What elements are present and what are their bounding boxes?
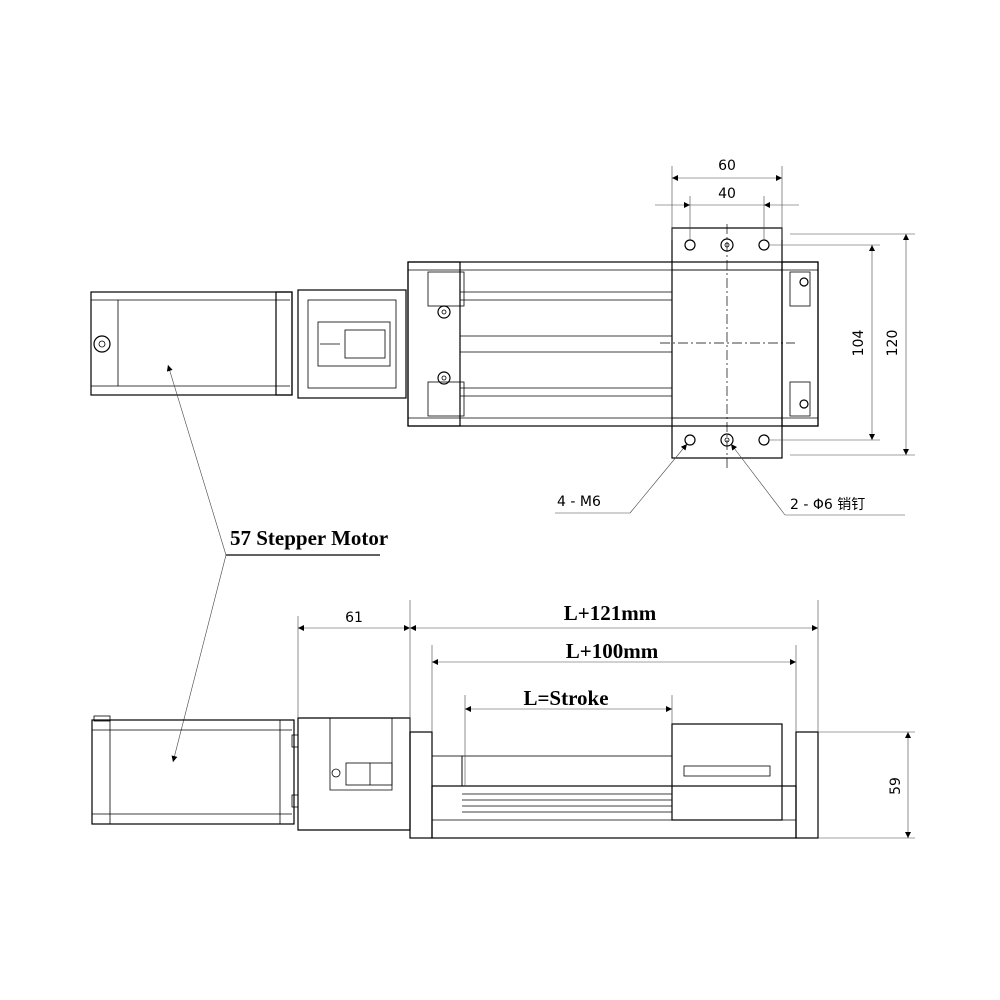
screw-callout-label: 4 - M6: [557, 494, 601, 510]
top-carriage: [660, 224, 795, 470]
dim-60-label: 60: [718, 158, 736, 174]
side-coupler-bracket: [297, 717, 411, 831]
top-callouts: 4 - M6 2 - Φ6 销钉: [555, 443, 905, 516]
side-dims: 61 L+121mm L+100mm L=Stroke 59: [298, 601, 911, 838]
top-width-dims: 60 40: [655, 158, 799, 240]
top-motor: [90, 291, 293, 396]
side-motor: [91, 715, 299, 825]
side-stage-body: [409, 723, 819, 839]
side-extension-lines: [297, 600, 915, 839]
dim-stroke-label: L=Stroke: [523, 686, 608, 710]
motor-callout: 57 Stepper Motor: [166, 364, 388, 763]
top-view: 60 40 104 120 4 - M6 2 - Φ6 销钉: [90, 158, 915, 516]
dim-120-label: 120: [885, 330, 901, 357]
dim-l100-label: L+100mm: [566, 639, 659, 663]
dim-104-label: 104: [851, 330, 867, 357]
dim-l121-label: L+121mm: [564, 601, 657, 625]
motor-label: 57 Stepper Motor: [230, 526, 388, 550]
top-height-dims: 104 120: [770, 233, 915, 456]
pin-callout-label: 2 - Φ6 销钉: [790, 497, 865, 513]
dim-61-label: 61: [345, 610, 363, 626]
dim-59-label: 59: [888, 777, 904, 795]
dim-40-label: 40: [718, 186, 736, 202]
top-rail-body: [407, 261, 819, 427]
side-view: 61 L+121mm L+100mm L=Stroke 59: [91, 600, 915, 839]
top-coupler-housing: [297, 289, 407, 399]
